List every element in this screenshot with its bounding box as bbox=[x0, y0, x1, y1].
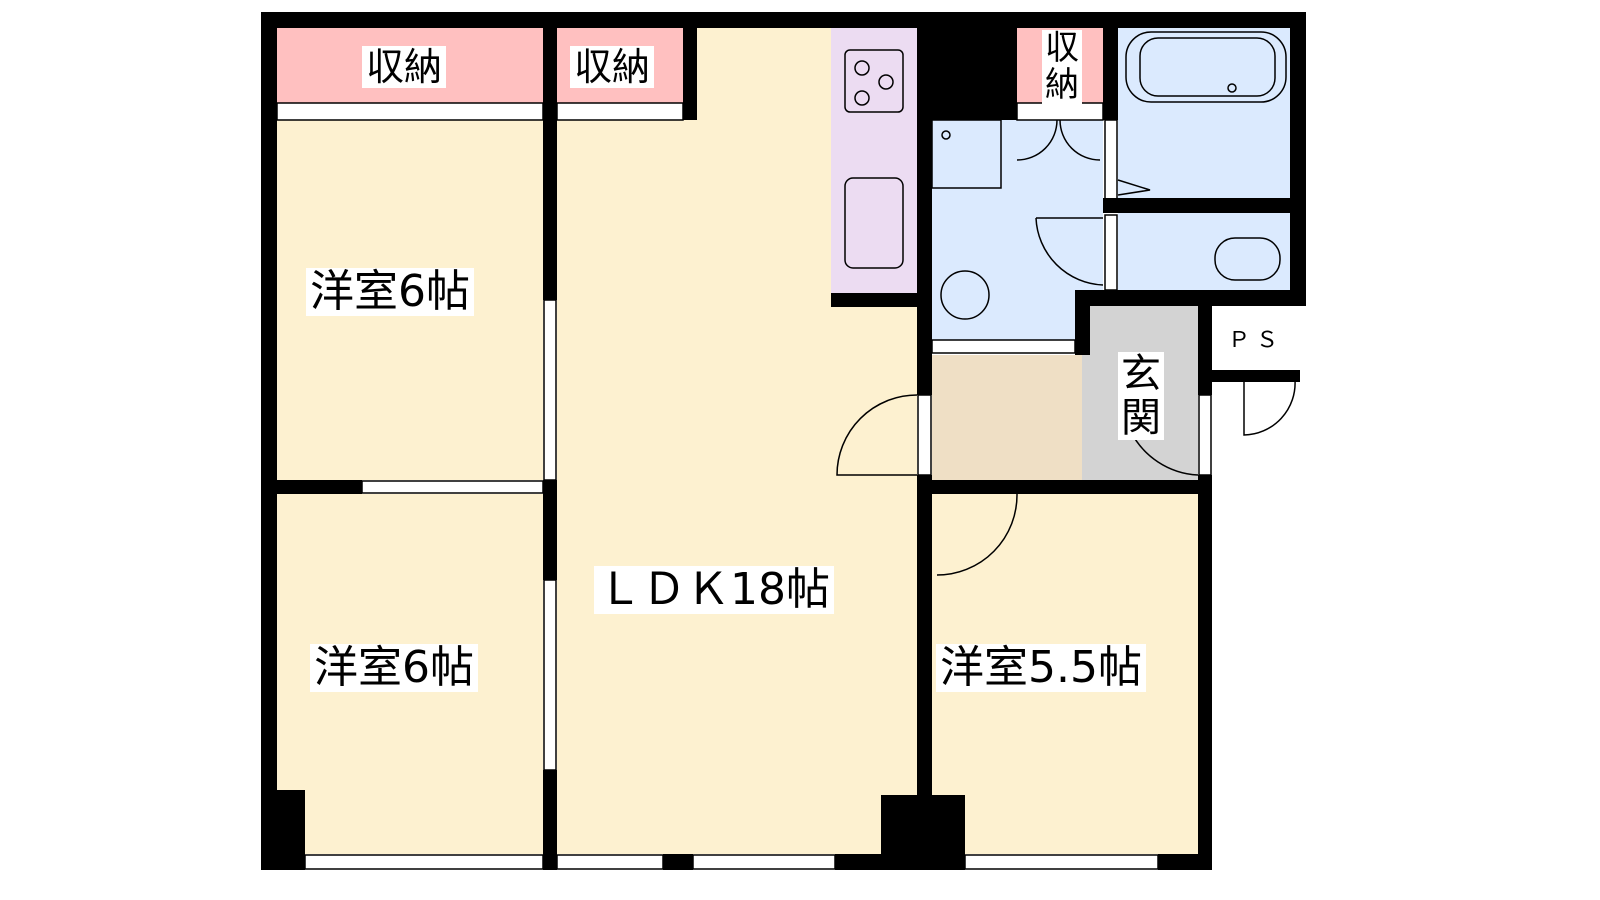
bathtub-icon bbox=[1125, 31, 1287, 103]
storage-label-bedroom-top: 収納 bbox=[362, 46, 447, 88]
toilet-floor bbox=[1118, 213, 1290, 290]
stove-icon bbox=[844, 49, 904, 113]
bath-floor bbox=[1118, 28, 1290, 198]
washroom-floor bbox=[932, 120, 1103, 345]
room-label-bedroom-bottom: 洋室6帖 bbox=[310, 644, 478, 692]
room-label-bedroom-top: 洋室6帖 bbox=[306, 268, 474, 316]
washbasin-icon bbox=[940, 270, 990, 320]
sink-icon bbox=[844, 177, 904, 269]
room-label-ldk: ＬＤＫ18帖 bbox=[594, 566, 834, 614]
hall-floor bbox=[932, 355, 1082, 480]
toilet-icon bbox=[1214, 237, 1281, 281]
storage-label-ldk: 収納 bbox=[570, 46, 655, 88]
kitchen-counter bbox=[831, 28, 917, 293]
room-label-entrance: 玄関 bbox=[1118, 352, 1164, 440]
room-label-ps: ＰＳ bbox=[1228, 328, 1285, 353]
room-label-bedroom-right: 洋室5.5帖 bbox=[936, 644, 1146, 692]
storage-label-hall: 収納 bbox=[1042, 29, 1082, 105]
